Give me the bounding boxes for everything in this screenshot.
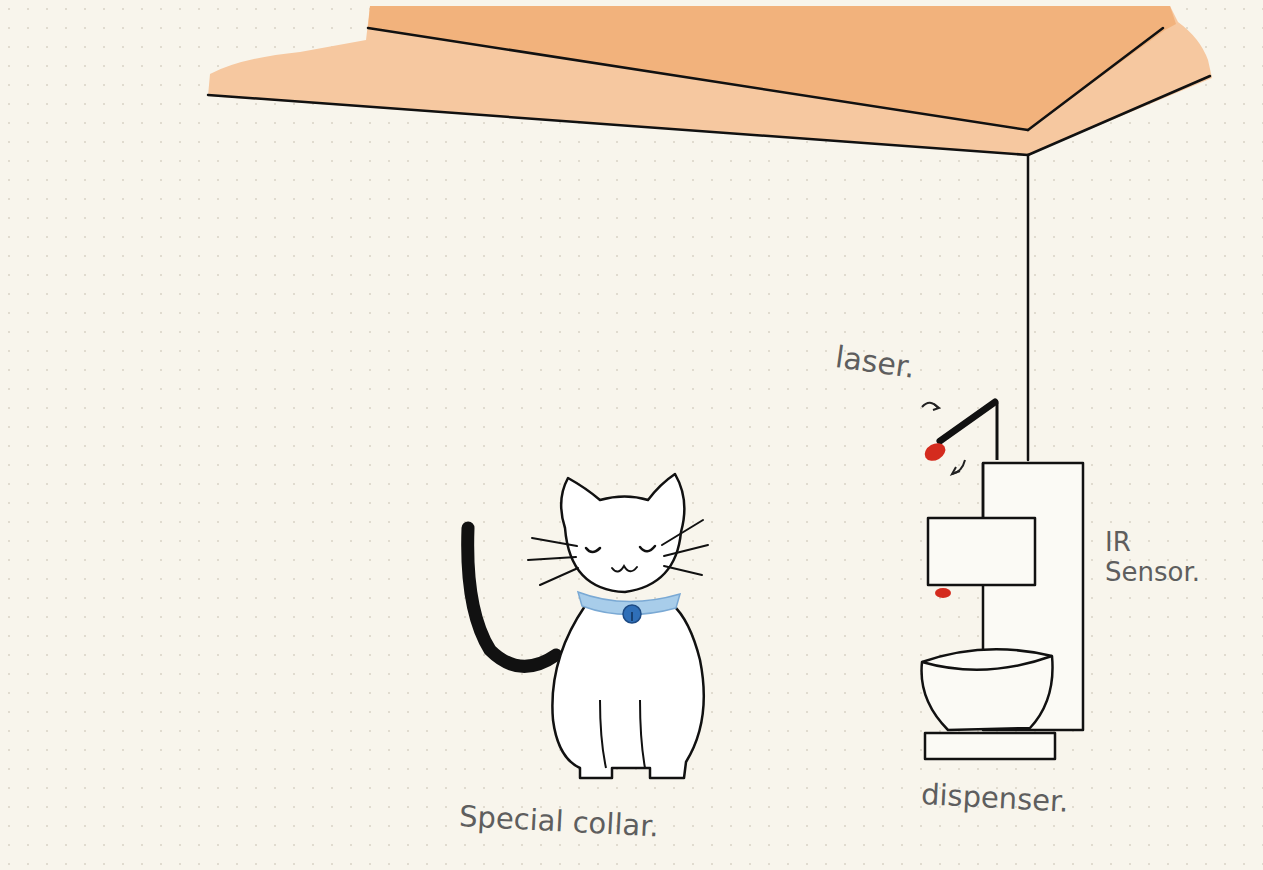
laser-label: laser. xyxy=(833,340,957,391)
room-edges xyxy=(208,28,1210,460)
ir-sensor xyxy=(935,588,951,598)
collar-bell xyxy=(623,605,641,623)
sensor-label: IR Sensor. xyxy=(1105,528,1230,588)
dispenser xyxy=(922,463,1083,759)
ceiling xyxy=(208,6,1212,155)
laser-arm xyxy=(921,402,997,474)
ceiling-shade xyxy=(368,6,1176,130)
collar-label: Special collar. xyxy=(458,800,719,847)
tail xyxy=(468,528,556,666)
cat xyxy=(468,474,708,778)
dispenser-label: dispenser. xyxy=(920,778,1111,821)
